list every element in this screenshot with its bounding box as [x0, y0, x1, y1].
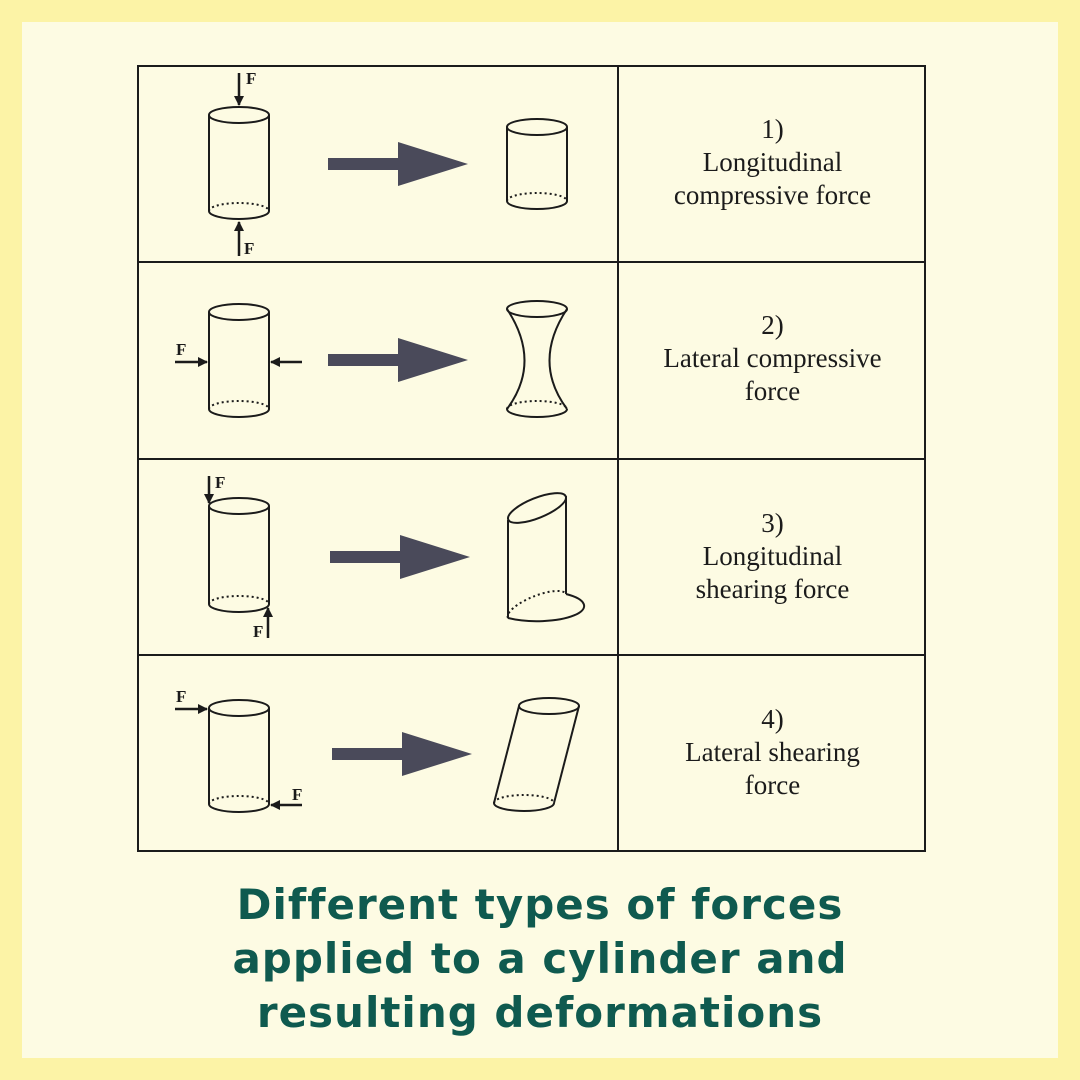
- row-1-label-line-1: Longitudinal: [702, 147, 843, 177]
- row-3-force-arrows: [204, 476, 273, 638]
- row-3-label-line-2: shearing force: [695, 574, 850, 604]
- row-1-label-line-2: compressive force: [673, 180, 872, 210]
- row-2-transform-arrow: [328, 338, 468, 382]
- row-2-original-cylinder: [208, 303, 270, 418]
- row-2-label: 2) Lateral compressive force: [620, 309, 925, 408]
- caption: Different types of forces applied to a c…: [0, 878, 1080, 1040]
- row-1-force-label-bottom: F: [244, 239, 254, 258]
- row-3-transform-arrow: [330, 535, 470, 579]
- row-1-number: 1): [761, 114, 784, 144]
- row-4-label: 4) Lateral shearing force: [620, 703, 925, 802]
- table-grid: [137, 65, 926, 852]
- caption-line-1: Different types of forces: [236, 880, 844, 929]
- row-2-deformed-cylinder: [506, 300, 568, 418]
- row-3-force-label-bottom: F: [253, 622, 263, 641]
- row-1-transform-arrow: [328, 142, 468, 186]
- row-1-force-label-top: F: [246, 69, 256, 88]
- row-4-force-arrows: [175, 704, 302, 810]
- row-1-original-cylinder: [208, 106, 270, 220]
- row-4-original-cylinder: [208, 699, 270, 813]
- row-3-label: 3) Longitudinal shearing force: [620, 507, 925, 606]
- panel-background: [22, 22, 1058, 1058]
- caption-line-2: applied to a cylinder and: [232, 934, 848, 983]
- row-4-label-line-1: Lateral shearing: [685, 737, 860, 767]
- row-4-force-label-left: F: [176, 687, 186, 706]
- row-1-deformed-cylinder: [506, 118, 568, 210]
- row-4-number: 4): [761, 704, 784, 734]
- row-4-deformed-cylinder: [493, 697, 580, 812]
- row-4-force-label-right: F: [292, 785, 302, 804]
- row-1-label: 1) Longitudinal compressive force: [620, 113, 925, 212]
- row-3-number: 3): [761, 508, 784, 538]
- row-3-label-line-1: Longitudinal: [702, 541, 843, 571]
- row-3-deformed-cylinder: [506, 492, 586, 623]
- row-4-label-line-2: force: [744, 770, 801, 800]
- caption-line-3: resulting deformations: [256, 988, 824, 1037]
- row-2-label-line-2: force: [744, 376, 801, 406]
- row-3-force-label-top: F: [215, 473, 225, 492]
- row-2-number: 2): [761, 310, 784, 340]
- row-2-label-line-1: Lateral compressive: [663, 343, 882, 373]
- row-4-transform-arrow: [332, 732, 472, 776]
- row-2-force-label: F: [176, 340, 186, 359]
- row-3-original-cylinder: [208, 497, 270, 613]
